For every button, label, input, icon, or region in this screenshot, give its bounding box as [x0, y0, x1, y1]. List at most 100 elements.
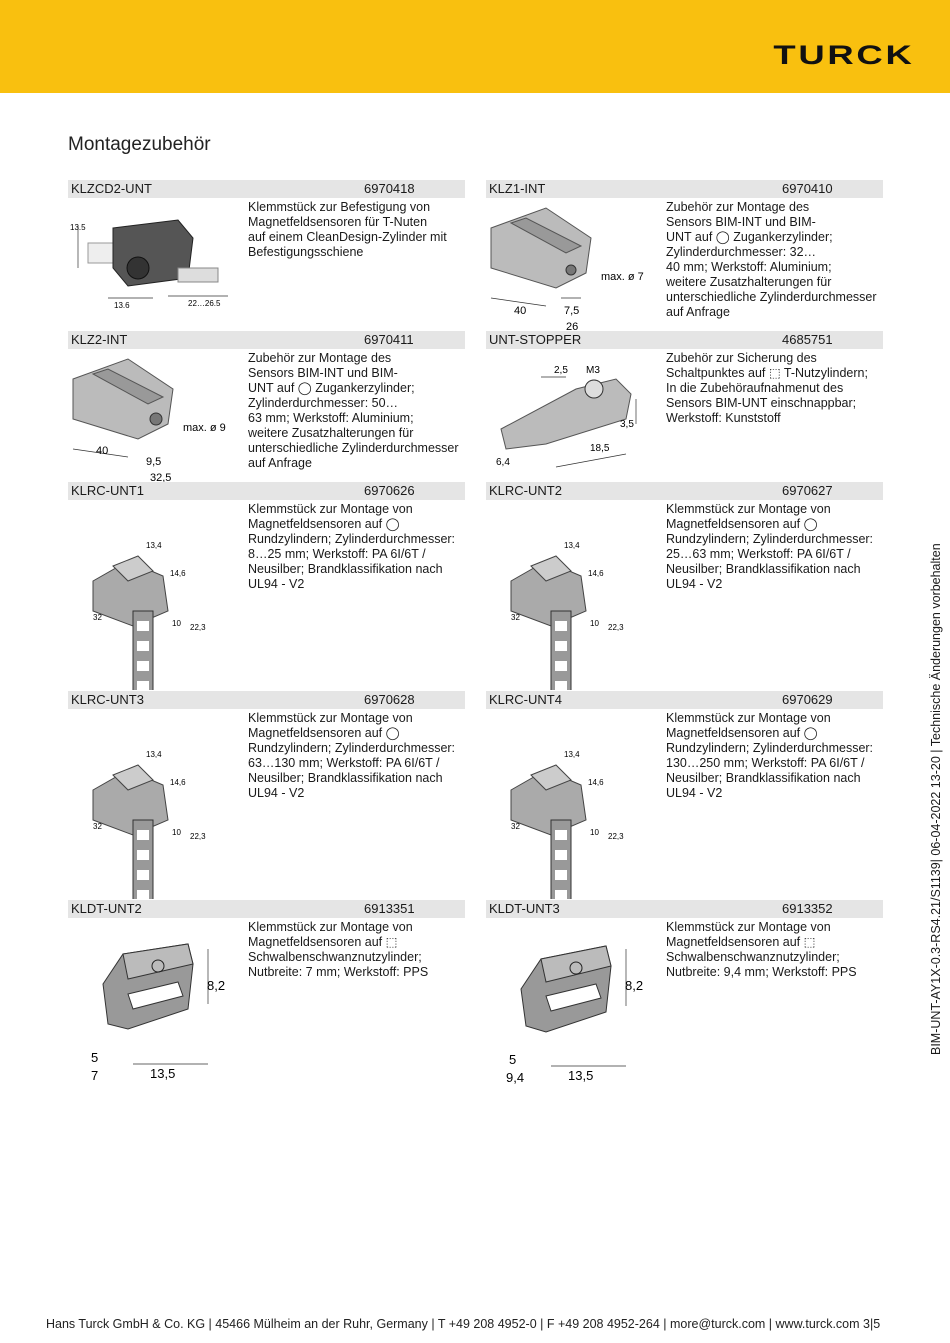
dim-label: 32	[93, 613, 102, 622]
desc-line: Sensors BIM-INT und BIM-	[666, 215, 816, 229]
desc-line: UL94 - V2	[666, 577, 723, 591]
dim-label: 2,5	[554, 365, 568, 376]
item-name: KLDT-UNT3	[489, 901, 560, 916]
dim-label: 22,3	[190, 623, 206, 632]
desc-line: Zylinderdurchmesser: 50…	[248, 396, 399, 410]
dim-label: 5	[509, 1052, 516, 1067]
dim-label: 22…26.5	[188, 299, 221, 308]
brand-header: TURCK	[0, 0, 950, 93]
item-name: KLZ1-INT	[489, 181, 546, 196]
item-header: KLRC-UNT2 6970627	[486, 482, 883, 500]
desc-line: weitere Zusatzhalterungen für	[666, 275, 832, 289]
dim-label: 14,6	[170, 569, 186, 578]
desc-line: Klemmstück zur Montage von	[248, 711, 413, 725]
dim-label: 40	[514, 305, 526, 317]
dim-label: 14,6	[170, 778, 186, 787]
desc-line: Magnetfeldsensoren auf ◯	[248, 726, 400, 740]
dim-label: 7,5	[564, 305, 579, 317]
product-drawing: 40 9,5 32,5 max. ø 9	[72, 358, 226, 484]
item-description: Klemmstück zur Montage von Magnetfeldsen…	[666, 711, 884, 801]
item-name: KLDT-UNT2	[71, 901, 142, 916]
item-number: 4685751	[782, 332, 833, 347]
turck-logo: TURCK	[772, 40, 914, 70]
dim-label: 13,4	[564, 750, 580, 759]
desc-line: Neusilber; Brandklassifikation nach	[248, 771, 443, 785]
desc-line: auf einem CleanDesign-Zylinder mit	[248, 230, 447, 244]
dim-label: 10	[590, 619, 599, 628]
item-number: 6970411	[364, 332, 414, 347]
dim-label: 32	[511, 613, 520, 622]
desc-line: Magnetfeldsensoren auf ◯	[248, 517, 400, 531]
desc-line: 63 mm; Werkstoff: Aluminium;	[248, 411, 414, 425]
item-description: Klemmstück zur Montage von Magnetfeldsen…	[248, 920, 466, 980]
item-header: KLZCD2-UNT 6970418	[68, 180, 465, 198]
item-number: 6970626	[364, 483, 415, 498]
desc-line: 8…25 mm; Werkstoff: PA 6I/6T /	[248, 547, 426, 561]
desc-line: Sensors BIM-UNT einschnappbar;	[666, 396, 857, 410]
dim-label: 13,5	[568, 1068, 593, 1083]
desc-line: Magnetfeldsensoren auf ⬚	[248, 935, 398, 949]
item-number: 6970418	[364, 181, 415, 196]
dim-label: 22,3	[190, 832, 206, 841]
desc-line: Magnetfeldsensoren auf ◯	[666, 517, 818, 531]
product-drawing: 40 7,5 26 max. ø 7	[490, 207, 644, 333]
dim-label: M3	[586, 365, 600, 376]
desc-line: UL94 - V2	[248, 577, 305, 591]
dim-label: 5	[91, 1050, 98, 1065]
dim-label: 13,5	[150, 1066, 175, 1081]
desc-line: Werkstoff: Kunststoff	[666, 411, 781, 425]
desc-line: Klemmstück zur Befestigung von	[248, 200, 431, 214]
item-description: Klemmstück zur Montage von Magnetfeldsen…	[248, 502, 466, 592]
desc-line: Rundzylindern; Zylinderdurchmesser:	[248, 532, 456, 546]
desc-line: UNT auf ◯ Zugankerzylinder;	[248, 381, 415, 395]
item-description: Klemmstück zur Montage von Magnetfeldsen…	[666, 502, 884, 592]
dim-label: 13.5	[70, 223, 86, 232]
desc-line: Zubehör zur Montage des	[666, 200, 810, 214]
desc-line: auf Anfrage	[666, 305, 730, 319]
desc-line: In die Zubehöraufnahmenut des	[666, 381, 844, 395]
desc-line: UNT auf ◯ Zugankerzylinder;	[666, 230, 833, 244]
side-note-text: BIM-UNT-AY1X-0.3-RS4.21/S1139| 06-04-202…	[929, 543, 943, 1055]
dim-label: 32,5	[150, 472, 171, 484]
desc-line: Magnetfeldsensoren für T-Nuten	[248, 215, 428, 229]
desc-line: Zubehör zur Montage des	[248, 351, 392, 365]
desc-line: Zylinderdurchmesser: 32…	[666, 245, 817, 259]
dim-label: 26	[566, 321, 578, 333]
desc-line: Schaltpunktes auf ⬚ T-Nutzylindern;	[666, 366, 868, 380]
dim-label: 14,6	[588, 778, 604, 787]
dim-label: 9,5	[146, 456, 161, 468]
desc-line: Klemmstück zur Montage von	[248, 920, 413, 934]
product-drawing: 13,4 14,6 32 10 22,3	[92, 750, 206, 899]
desc-line: 63…130 mm; Werkstoff: PA 6I/6T /	[248, 756, 440, 770]
dim-label: 10	[590, 828, 599, 837]
desc-line: Rundzylindern; Zylinderdurchmesser:	[666, 532, 874, 546]
dim-label: 32	[511, 822, 520, 831]
dim-label: 22,3	[608, 623, 624, 632]
desc-line: Sensors BIM-INT und BIM-	[248, 366, 398, 380]
section-title: Montagezubehör	[68, 134, 211, 155]
desc-line: Klemmstück zur Montage von	[666, 502, 831, 516]
product-drawing: 8,2 5 9,4 13,5	[506, 945, 643, 1085]
dim-label: 10	[172, 828, 181, 837]
product-drawing: 13,4 14,6 32 10 22,3	[92, 541, 206, 690]
item-name: KLRC-UNT1	[71, 483, 144, 498]
item-name: KLZCD2-UNT	[71, 181, 152, 196]
desc-line: UL94 - V2	[666, 786, 723, 800]
item-name: KLRC-UNT2	[489, 483, 562, 498]
dim-label: 3,5	[620, 419, 634, 430]
desc-line: Klemmstück zur Montage von	[248, 502, 413, 516]
dim-label: 8,2	[207, 978, 225, 993]
item-number: 6970627	[782, 483, 833, 498]
